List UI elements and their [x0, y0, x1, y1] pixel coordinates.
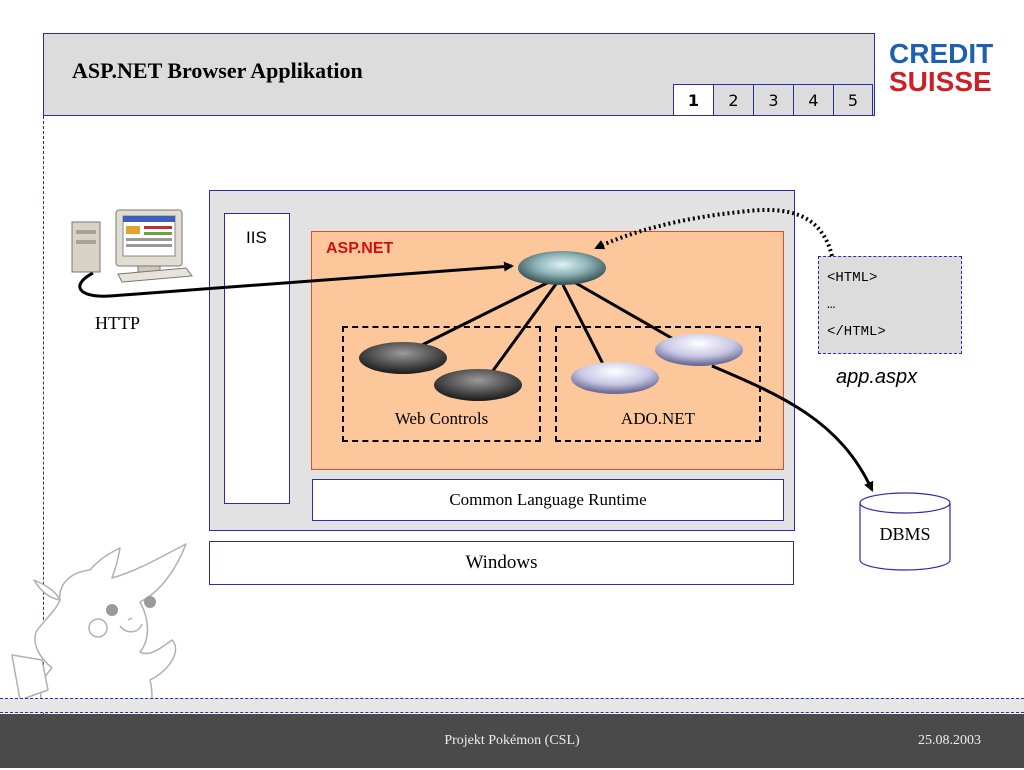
dbms-cylinder-icon: [859, 492, 951, 571]
windows-label: Windows: [465, 552, 538, 573]
html-file-line: …: [827, 297, 836, 313]
credit-suisse-logo: CREDIT SUISSE: [889, 40, 993, 96]
logo-line-suisse: SUISSE: [889, 66, 992, 97]
http-label: HTTP: [95, 313, 140, 333]
page-button-2[interactable]: 2: [713, 84, 753, 116]
page-button-5[interactable]: 5: [833, 84, 873, 116]
footer-guide-strip: [0, 698, 1024, 713]
web-controls-label: Web Controls: [394, 409, 489, 428]
footer-bar: [0, 714, 1024, 768]
web-control-node: [434, 369, 522, 401]
connector-line: [419, 280, 550, 348]
ado-net-node: [571, 362, 659, 394]
connector-line: [561, 284, 605, 365]
page-button-1[interactable]: 1: [673, 84, 713, 116]
aspnet-runtime-node: [518, 251, 606, 285]
clr-label: Common Language Runtime: [449, 490, 647, 509]
clr-box: Common Language Runtime: [312, 479, 784, 521]
file-name-label: app.aspx: [836, 366, 918, 388]
footer-project-name: Projekt Pokémon (CSL): [444, 733, 580, 748]
dbms-label: DBMS: [879, 524, 931, 544]
page-compile-arrow: [594, 207, 834, 257]
iis-label: IIS: [246, 228, 267, 247]
ado-net-node: [655, 334, 743, 366]
connector-line: [573, 280, 676, 342]
page-button-3[interactable]: 3: [753, 84, 793, 116]
page-title: ASP.NET Browser Applikation: [72, 58, 363, 83]
http-request-arrow: [78, 261, 514, 298]
page-button-4[interactable]: 4: [793, 84, 833, 116]
footer-date: 25.08.2003: [918, 733, 981, 748]
page-navigation: 1 2 3 4 5: [673, 84, 873, 116]
logo-line-credit: CREDIT: [889, 38, 994, 69]
web-controls-box: [342, 326, 541, 442]
html-file-line: </HTML>: [827, 324, 886, 340]
client-computer-icon: [71, 209, 193, 283]
ado-net-box: [555, 326, 761, 442]
left-guide-line: [43, 116, 44, 720]
database-access-arrow: [711, 364, 874, 492]
iis-box: [224, 213, 290, 504]
html-file-line: <HTML>: [827, 270, 878, 286]
connector-line: [490, 283, 558, 373]
html-file-box: <HTML> … </HTML>: [818, 256, 962, 354]
aspnet-label: ASP.NET: [326, 240, 394, 257]
ado-net-label: ADO.NET: [620, 409, 696, 428]
windows-box: Windows: [209, 541, 794, 585]
web-control-node: [359, 342, 447, 374]
